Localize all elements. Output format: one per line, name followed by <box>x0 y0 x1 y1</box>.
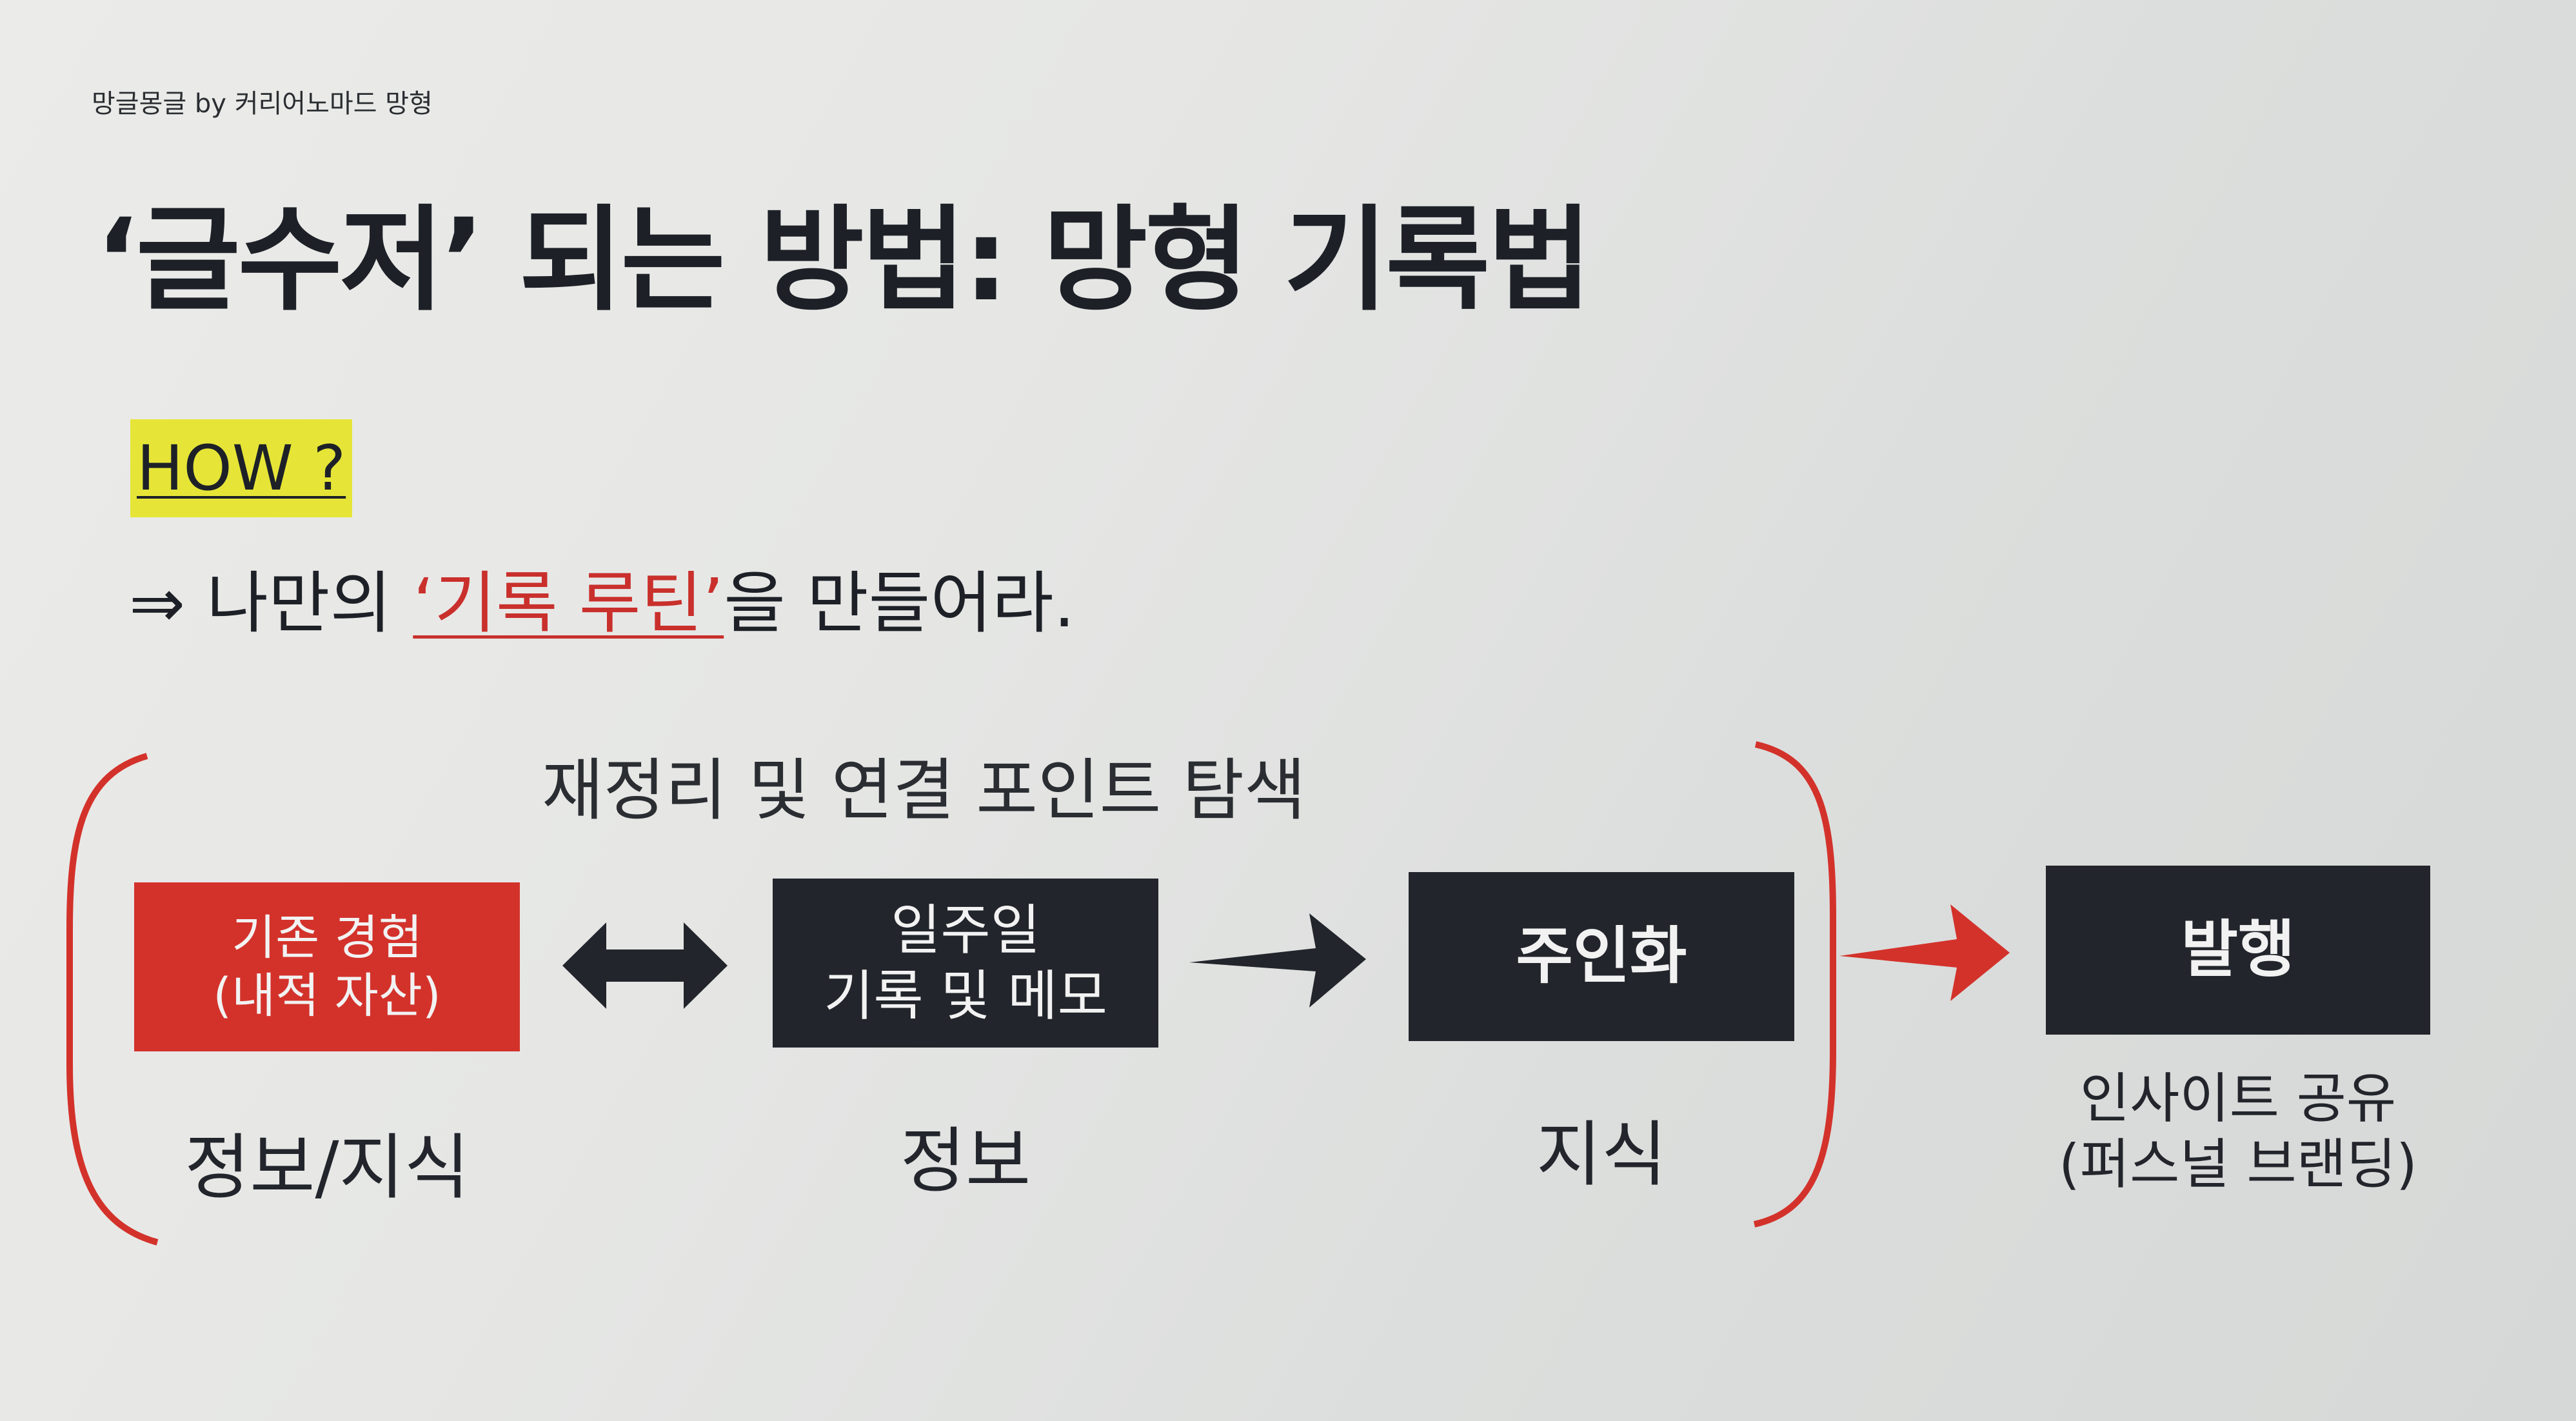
left-bracket <box>66 753 159 1246</box>
weekly-record-line2: 기록 및 메모 <box>824 964 1107 1028</box>
implies-arrow: ⇒ <box>129 564 186 642</box>
right-arrow-icon <box>1189 913 1366 1008</box>
knowledge-label: 지식 <box>1536 1113 1667 1196</box>
statement-prefix: 나만의 <box>206 564 392 642</box>
publish-box: 발행 <box>2046 866 2430 1035</box>
brand-caption: 망글몽글 by 커리어노마드 망형 <box>92 89 433 119</box>
publish-arrow-icon <box>1839 904 2010 1001</box>
existing-experience-line1: 기존 경험 <box>232 909 422 966</box>
insight-sharing-label: 인사이트 공유 (퍼스널 브랜딩) <box>2026 1066 2450 1198</box>
double-arrow-icon <box>562 922 728 1009</box>
ownership-box: 주인화 <box>1409 872 1794 1041</box>
weekly-record-box: 일주일 기록 및 메모 <box>773 879 1158 1048</box>
publish-label: 발행 <box>2181 913 2295 986</box>
info-label: 정보 <box>900 1120 1031 1202</box>
routine-emphasis: ‘기록 루틴’ <box>413 564 724 642</box>
statement-suffix: 을 만들어라. <box>724 564 1075 642</box>
existing-experience-box: 기존 경험 (내적 자산) <box>134 882 520 1051</box>
weekly-record-line1: 일주일 <box>891 898 1040 962</box>
routine-statement: ⇒ 나만의 ‘기록 루틴’을 만들어라. <box>129 548 1075 646</box>
ownership-label: 주인화 <box>1516 920 1687 993</box>
how-highlight: HOW ? <box>130 419 353 517</box>
right-bracket <box>1753 741 1836 1227</box>
reorganize-label: 재정리 및 연결 포인트 탐색 <box>542 751 1306 830</box>
insight-line2: (퍼스널 브랜딩) <box>2059 1133 2417 1197</box>
existing-experience-line2: (내적 자산) <box>213 968 441 1024</box>
info-knowledge-label: 정보/지식 <box>184 1126 470 1209</box>
slide-title: ‘글수저’ 되는 방법: 망형 기록법 <box>95 194 1592 326</box>
insight-line1: 인사이트 공유 <box>2079 1067 2397 1130</box>
